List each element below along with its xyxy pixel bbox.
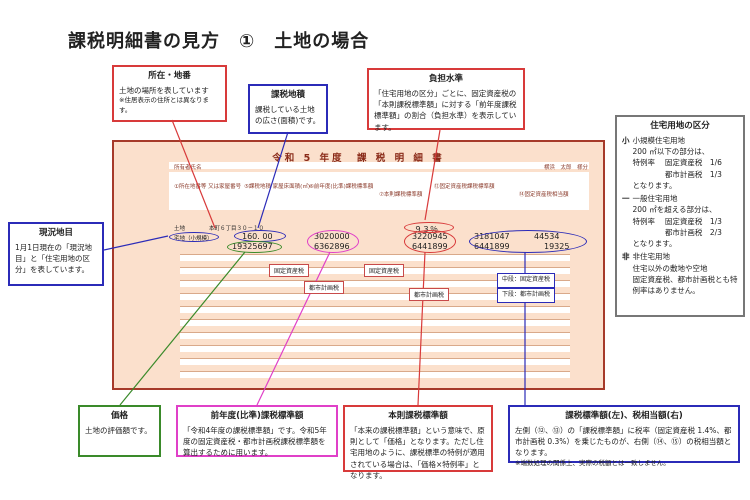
- land-label: 土地: [174, 226, 186, 232]
- residential-non: 非 非住宅用地住宅以外の敷地や空地固定資産税、都市計画税とも特例率はありません。: [622, 252, 738, 295]
- box-standard: 本則課税標準額 「本来の課税標準額」という意味で、原則として「価格」となります。…: [343, 405, 493, 480]
- page-title: 課税明細書の見方 ① 土地の場合: [68, 31, 370, 52]
- box-current: 現況地目 1月1日現在の「現況地目」と「住宅用地の区分」を表しています。: [8, 222, 104, 286]
- prev-oval: [307, 230, 359, 253]
- tag-city-std: 都市計画税: [409, 288, 450, 301]
- residential-small-line: 小規模住宅用地: [632, 135, 686, 145]
- tag-fixed-prev: 固定資産税: [269, 264, 310, 277]
- form-row: [180, 319, 570, 326]
- owner-name: 横浜 太郎 様分: [544, 165, 589, 171]
- residential-non-line: 固定資産税、都市計画税とも特例率はありません。: [632, 274, 738, 295]
- tax-oval: [469, 230, 587, 253]
- box-burden: 負担水準 「住宅用地の区分」ごとに、固定資産税の「本則課税標準額」に対する「前年…: [367, 68, 525, 132]
- box-prev: 前年度(比準)課税標準額 「令和4年度の課税標準額」です。令和5年度の固定資産税…: [176, 405, 338, 457]
- tag-fixed-std: 固定資産税: [364, 264, 405, 277]
- box-area: 課税地積 課税している土地の広さ(面積)です。: [248, 84, 328, 134]
- residential-small-line: 都市計画税 1/3: [632, 169, 722, 179]
- residential-general-line: 200 ㎡を超える部分は、: [632, 205, 717, 215]
- form-title: 令和 5 年度 課 税 明 細 書: [272, 153, 445, 164]
- header-area: ⑤課税地積 家屋床面積(㎡): [244, 184, 310, 190]
- owner-row: [169, 162, 589, 169]
- residential-small-line: 特例率 固定資産税 1/6: [632, 158, 722, 168]
- land-address: 本町６丁目３０－１０: [209, 226, 265, 232]
- header-taxbase: ⑫固定資産税課税標準額: [434, 184, 495, 190]
- form-row: [180, 332, 570, 339]
- residential-small-line: 200 ㎡以下の部分は、: [632, 147, 710, 156]
- box-location: 所在・地番 土地の場所を表しています ※住居表示の住所とは異なります。: [112, 65, 227, 122]
- header-block: [169, 172, 589, 210]
- form-row: [180, 306, 570, 313]
- residential-general-line: 特例率 固定資産税 1/3: [632, 216, 722, 226]
- box-tax: 課税標準額(左)、税相当額(右) 左側（⑫、⑬）の「課税標準額」に税率（固定資産…: [508, 405, 740, 467]
- residential-general-line: 都市計画税 2/3: [632, 227, 722, 237]
- tag-city-prev: 都市計画税: [304, 281, 345, 294]
- residential-non-line: 住宅以外の敷地や空地: [632, 263, 708, 273]
- form-row: [180, 345, 570, 352]
- form-row: [180, 293, 570, 300]
- form-row: [180, 254, 570, 261]
- header-standard: ⑦本則課税標準額: [379, 192, 423, 198]
- header-tax: ⑭固定資産税相当額: [519, 192, 569, 198]
- residential-general-line: となります。: [632, 239, 677, 248]
- form-row: [180, 280, 570, 287]
- form-row: [180, 358, 570, 365]
- tag-mid: 中段：固定資産税: [497, 273, 556, 288]
- tag-low: 下段：都市計画税: [497, 288, 556, 303]
- box-price: 価格 土地の評価額です。: [78, 405, 161, 457]
- form-row: [180, 371, 570, 378]
- residential-small-line: となります。: [632, 180, 677, 190]
- residential-general-line: 一般住宅用地: [632, 194, 678, 203]
- owner-label: 所有者氏名: [174, 165, 202, 171]
- tax-statement-form: 令和 5 年度 課 税 明 細 書 所有者氏名 横浜 太郎 様分 ①所在地番等 …: [112, 140, 605, 390]
- standard-oval: [404, 230, 456, 253]
- header-address: ①所在地番等 又は家屋番号: [174, 184, 242, 190]
- price-oval: [227, 241, 282, 253]
- chimoku-oval: [169, 232, 219, 242]
- header-prev: ⑥前年度(比準)課税標準額: [309, 184, 374, 190]
- residential-non-line: 非住宅用地: [632, 252, 671, 262]
